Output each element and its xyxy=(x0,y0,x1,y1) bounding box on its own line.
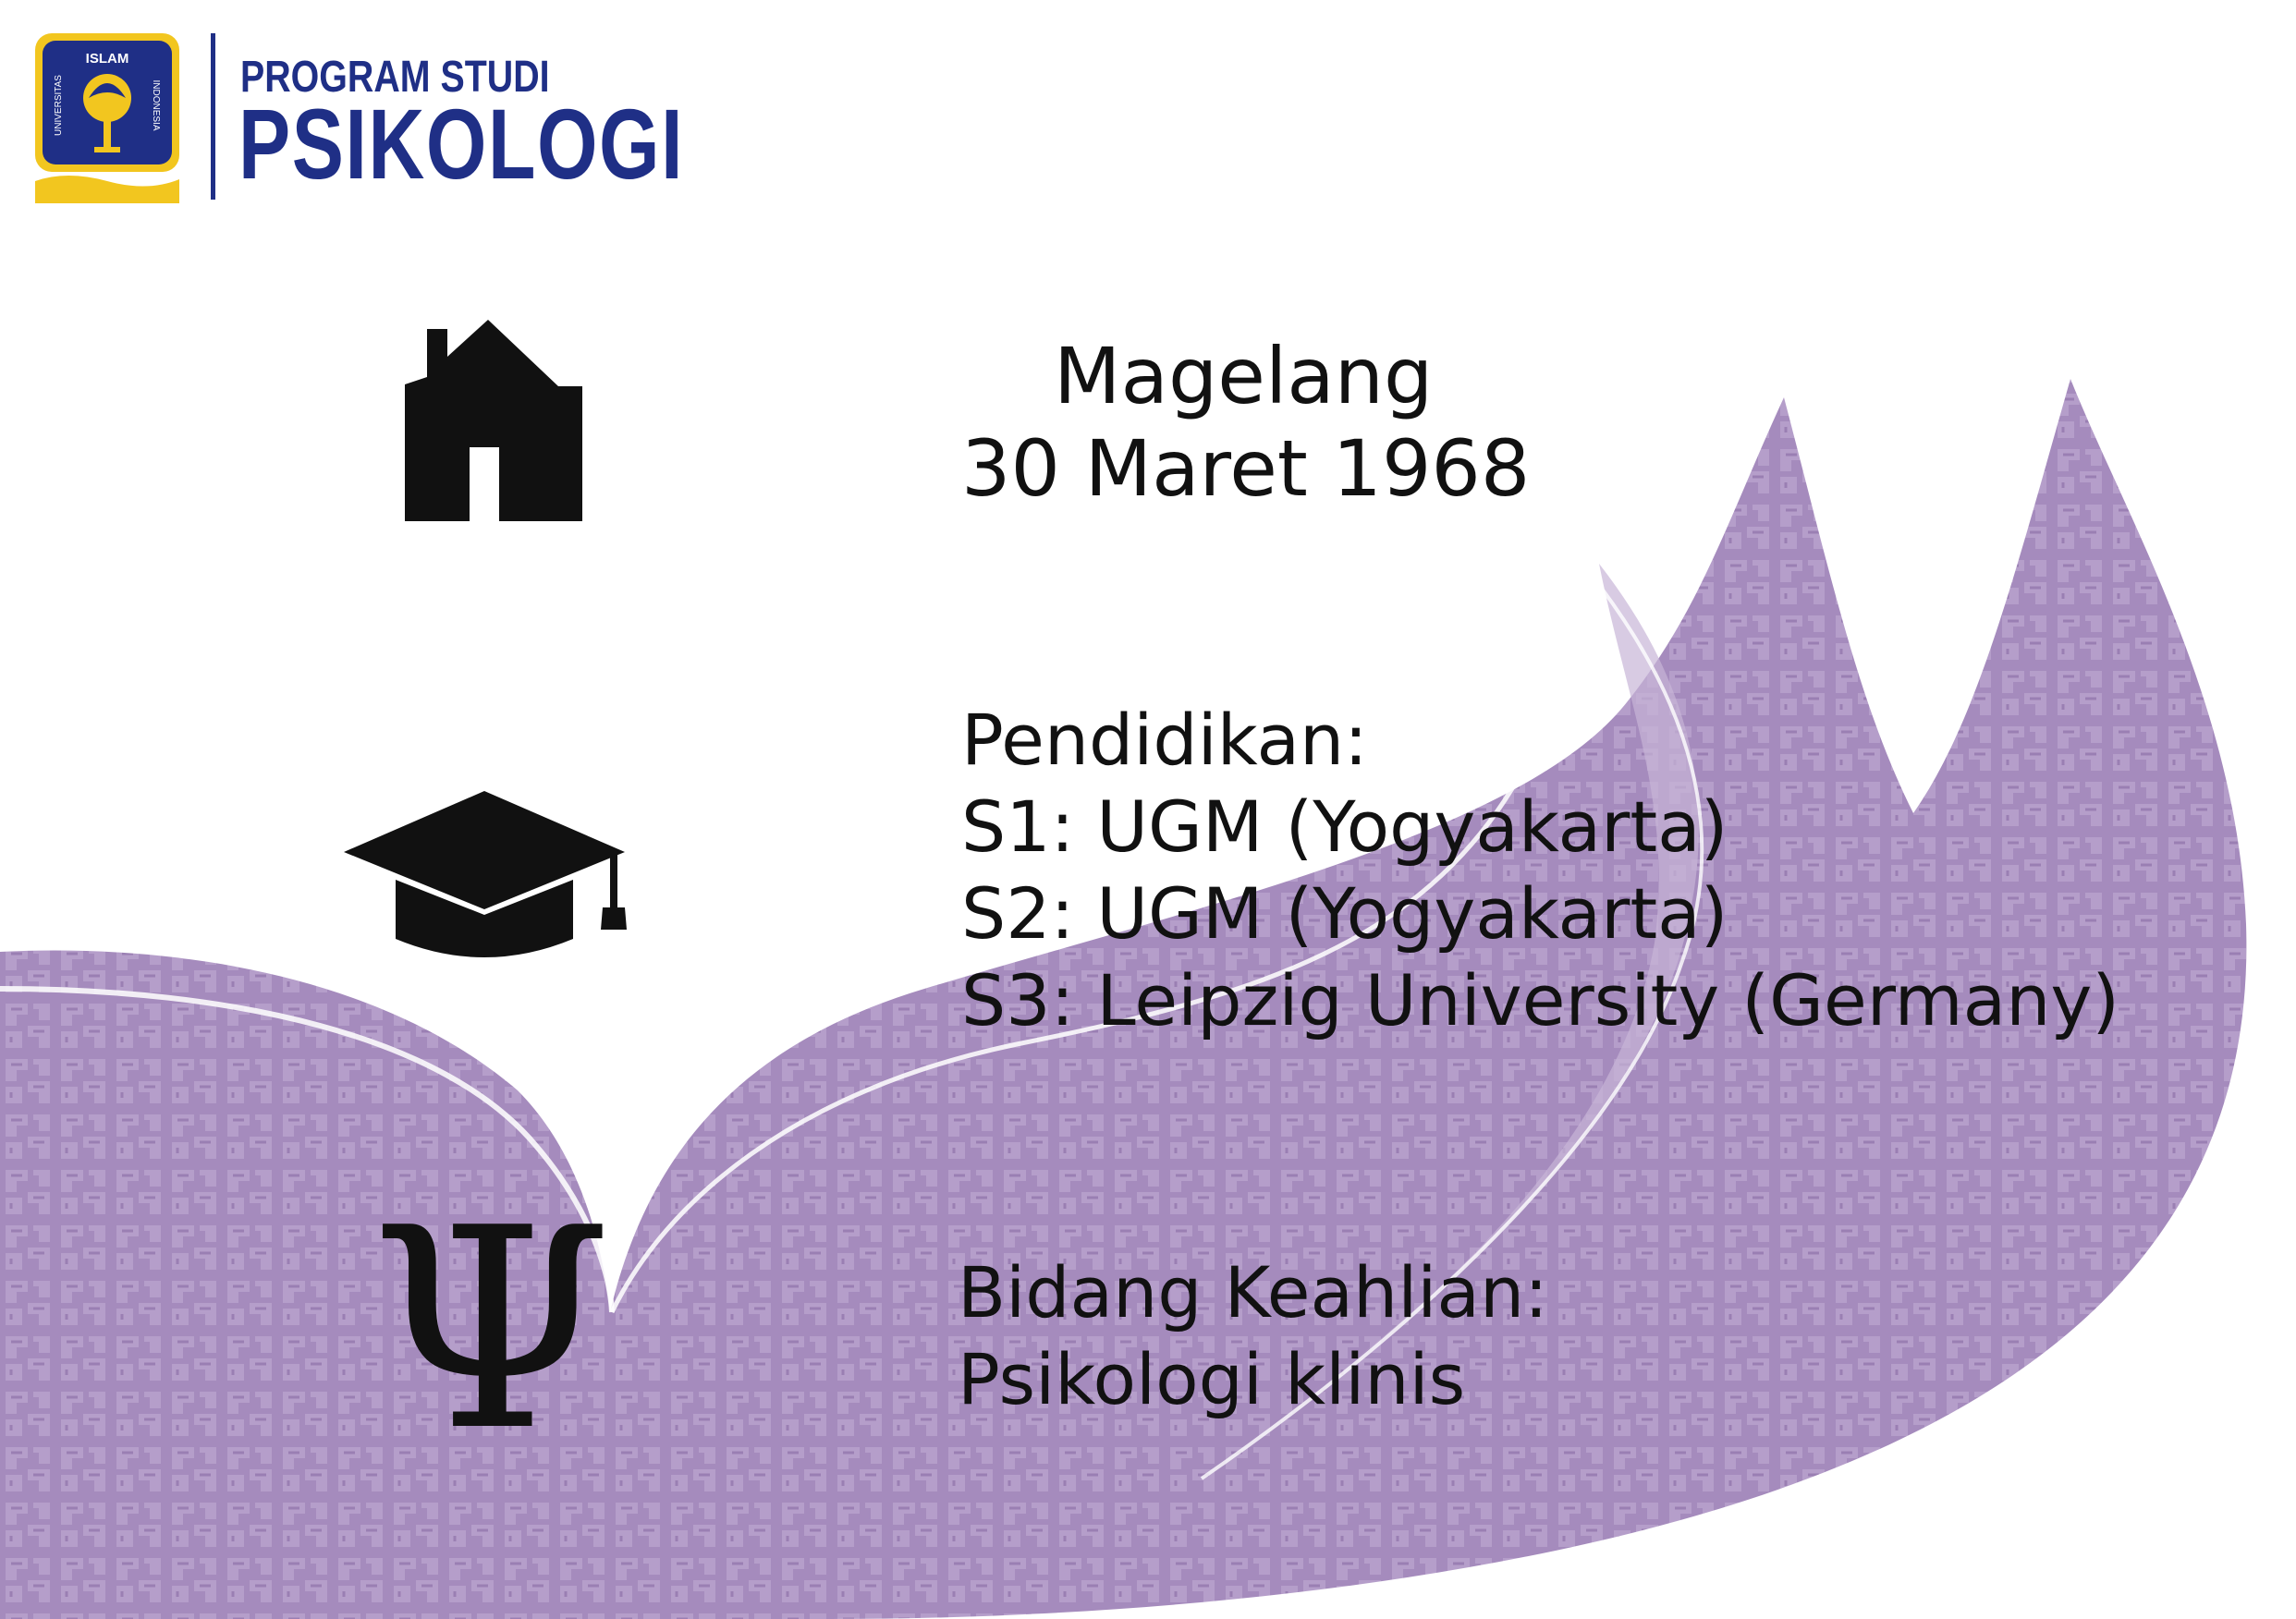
graduation-cap-icon xyxy=(344,791,627,957)
program-logo: ISLAM UNIVERSITAS INDONESIA PROGRAM STUD… xyxy=(30,28,683,203)
program-name: PSIKOLOGI xyxy=(238,88,685,200)
emblem-text-right: INDONESIA xyxy=(151,79,161,130)
emblem-text-left: UNIVERSITAS xyxy=(54,75,64,136)
home-icon xyxy=(405,320,582,521)
education-item: S1: UGM (Yogyakarta) xyxy=(961,785,1728,868)
education-title: Pendidikan: xyxy=(961,699,1368,781)
education-item: S2: UGM (Yogyakarta) xyxy=(961,872,1728,955)
birth-date: 30 Maret 1968 xyxy=(961,423,1531,514)
university-emblem-icon: ISLAM UNIVERSITAS INDONESIA xyxy=(35,33,179,203)
expertise-value: Psikologi klinis xyxy=(958,1338,1466,1420)
psi-icon: Ψ xyxy=(370,1169,614,1491)
expertise-section: Bidang Keahlian: Psikologi klinis xyxy=(958,1249,1548,1423)
education-section: Pendidikan: S1: UGM (Yogyakarta) S2: UGM… xyxy=(961,697,2119,1044)
expertise-title: Bidang Keahlian: xyxy=(958,1251,1548,1333)
program-label: PROGRAM STUDI xyxy=(240,53,550,102)
emblem-text-top: ISLAM xyxy=(86,51,129,67)
birth-place: Magelang xyxy=(1054,331,1434,421)
education-item: S3: Leipzig University (Germany) xyxy=(961,959,2120,1041)
logo-divider xyxy=(211,33,215,200)
